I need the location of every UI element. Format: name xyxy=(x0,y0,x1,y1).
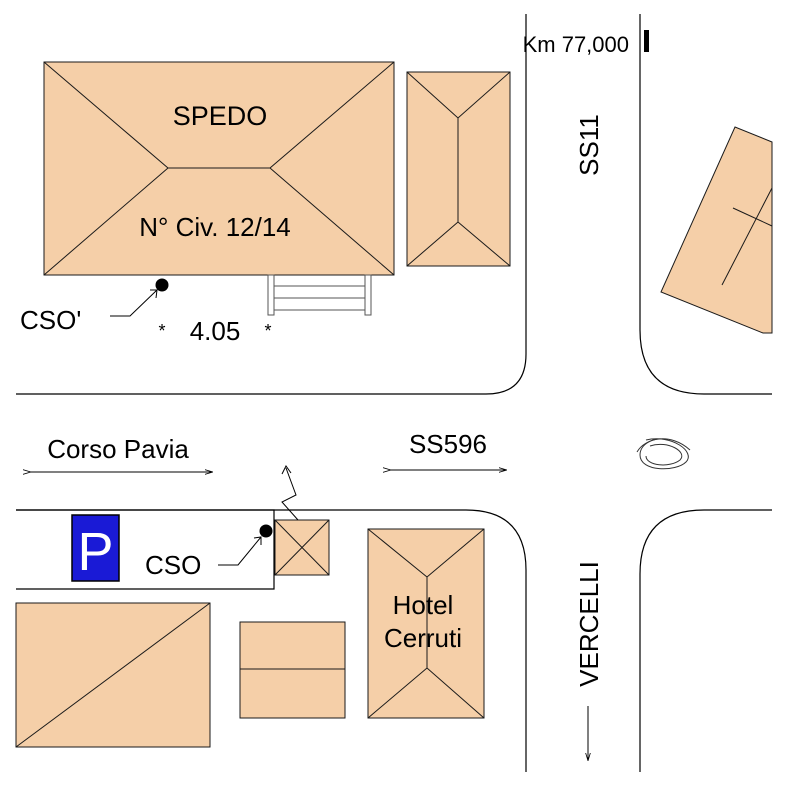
building-south-middle xyxy=(239,621,346,719)
ss11-label: SS11 xyxy=(574,114,604,176)
hotel-name-line2: Cerruti xyxy=(384,623,462,653)
hotel-name-line1: Hotel xyxy=(393,590,454,620)
cso-prime-marker: CSO' xyxy=(20,278,169,335)
cso-prime-label: CSO' xyxy=(20,305,81,335)
km-marker-label: Km 77,000 xyxy=(523,32,629,57)
manhole-dot-icon xyxy=(259,524,273,538)
dim-tick-right-icon: * xyxy=(264,321,271,341)
km-marker: Km 77,000 xyxy=(523,30,649,57)
building-cso-cabin xyxy=(274,519,330,576)
parking-sign-letter: P xyxy=(77,522,113,582)
entrance-steps xyxy=(267,274,372,316)
building-narrow-north xyxy=(406,71,511,267)
road-edge-north-west xyxy=(16,14,527,395)
cso-label: CSO xyxy=(145,550,201,580)
building-tilted-east xyxy=(660,126,773,334)
building-hotel-cerruti: Hotel Cerruti xyxy=(367,528,485,719)
distance-label: 4.05 xyxy=(190,316,241,346)
roundabout-icon xyxy=(636,438,691,470)
building-south-west xyxy=(15,602,211,748)
manhole-dot-icon xyxy=(155,278,169,292)
parking-sign-icon xyxy=(71,514,120,582)
road-network xyxy=(16,14,772,772)
road-edge-south-west xyxy=(16,509,527,772)
cso-marker: CSO xyxy=(145,465,299,580)
ss596-label: SS596 xyxy=(409,429,487,459)
spedo-civic-number-label: N° Civ. 12/14 xyxy=(139,212,291,242)
km-marker-post-icon xyxy=(644,30,649,52)
distance-dimension: * 4.05 * xyxy=(158,316,271,346)
vercelli-label: VERCELLI xyxy=(574,561,604,687)
spedo-name-label: SPEDO xyxy=(173,101,268,131)
parking-area: P xyxy=(16,509,275,590)
building-spedo: SPEDO N° Civ. 12/14 xyxy=(43,61,395,276)
corso-pavia-label: Corso Pavia xyxy=(47,434,189,464)
dim-tick-left-icon: * xyxy=(158,321,165,341)
road-labels: Corso Pavia SS596 SS11 VERCELLI xyxy=(30,114,604,760)
road-edge-south-east xyxy=(639,509,772,772)
discharge-zigzag-icon xyxy=(281,467,299,521)
road-edge-north-east xyxy=(639,14,772,395)
